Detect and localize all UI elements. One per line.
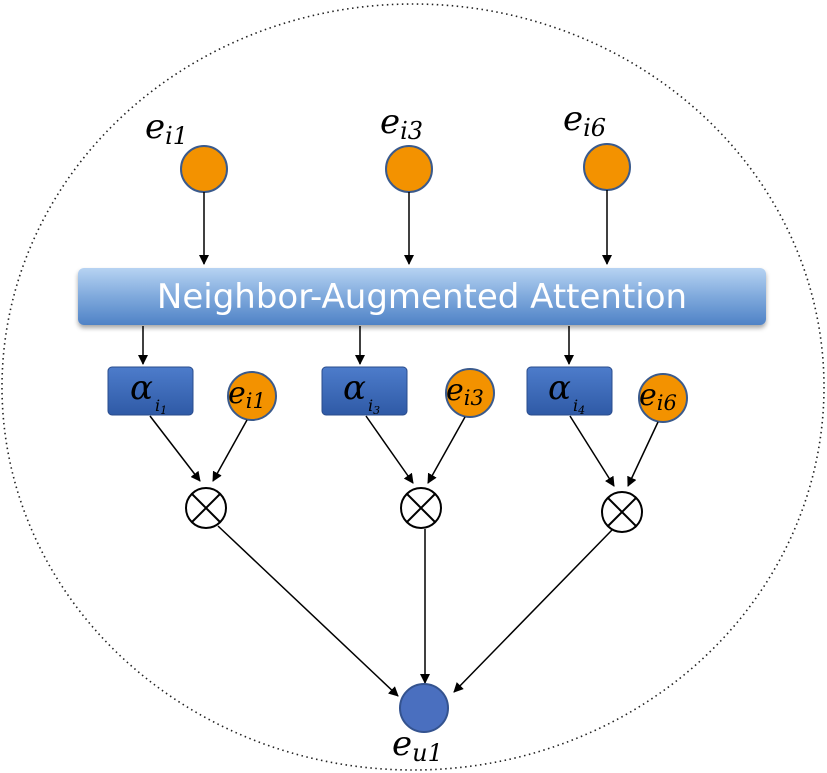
multiply-node-1 bbox=[185, 487, 227, 529]
top-node-2-label: ei3 bbox=[380, 102, 423, 145]
item-node-icon bbox=[445, 368, 495, 418]
inner-node-2: ei3 bbox=[445, 368, 495, 418]
attention-bar-label: Neighbor-Augmented Attention bbox=[157, 277, 687, 317]
attention-bar: Neighbor-Augmented Attention bbox=[78, 268, 766, 325]
item-node-icon bbox=[180, 145, 228, 193]
item-node-icon bbox=[583, 143, 631, 191]
item-node-icon bbox=[638, 373, 688, 423]
output-node-label: eu1 bbox=[392, 724, 443, 767]
arrow-box3-mult bbox=[569, 415, 615, 487]
arrow-node1-mult bbox=[212, 419, 248, 482]
top-node-3: ei6 bbox=[563, 99, 631, 191]
multiply-node-3 bbox=[601, 491, 643, 533]
top-node-2: ei3 bbox=[380, 102, 433, 193]
item-node-icon bbox=[385, 145, 433, 193]
output-node: eu1 bbox=[392, 683, 449, 767]
top-node-1-label: ei1 bbox=[145, 107, 188, 150]
arrow-mult1-output bbox=[217, 525, 399, 697]
inner-node-1: ei1 bbox=[227, 371, 277, 421]
arrow-box1-mult bbox=[149, 415, 201, 482]
arrow-node3-mult bbox=[627, 421, 659, 487]
arrow-box2-mult bbox=[365, 415, 414, 484]
top-node-3-label: ei6 bbox=[563, 99, 606, 142]
boundary-circle bbox=[1, 3, 825, 771]
inner-node-3: ei6 bbox=[638, 373, 688, 423]
arrow-mult3-output bbox=[453, 529, 613, 693]
multiply-node-2 bbox=[400, 487, 442, 529]
inner-node-3-label: ei6 bbox=[639, 378, 677, 415]
arrow-node2-mult bbox=[427, 416, 466, 484]
item-node-icon bbox=[227, 371, 277, 421]
top-node-1: ei1 bbox=[145, 107, 228, 193]
inner-node-2-label: ei3 bbox=[446, 373, 484, 410]
inner-node-1-label: ei1 bbox=[228, 376, 266, 413]
user-node-icon bbox=[399, 683, 449, 733]
